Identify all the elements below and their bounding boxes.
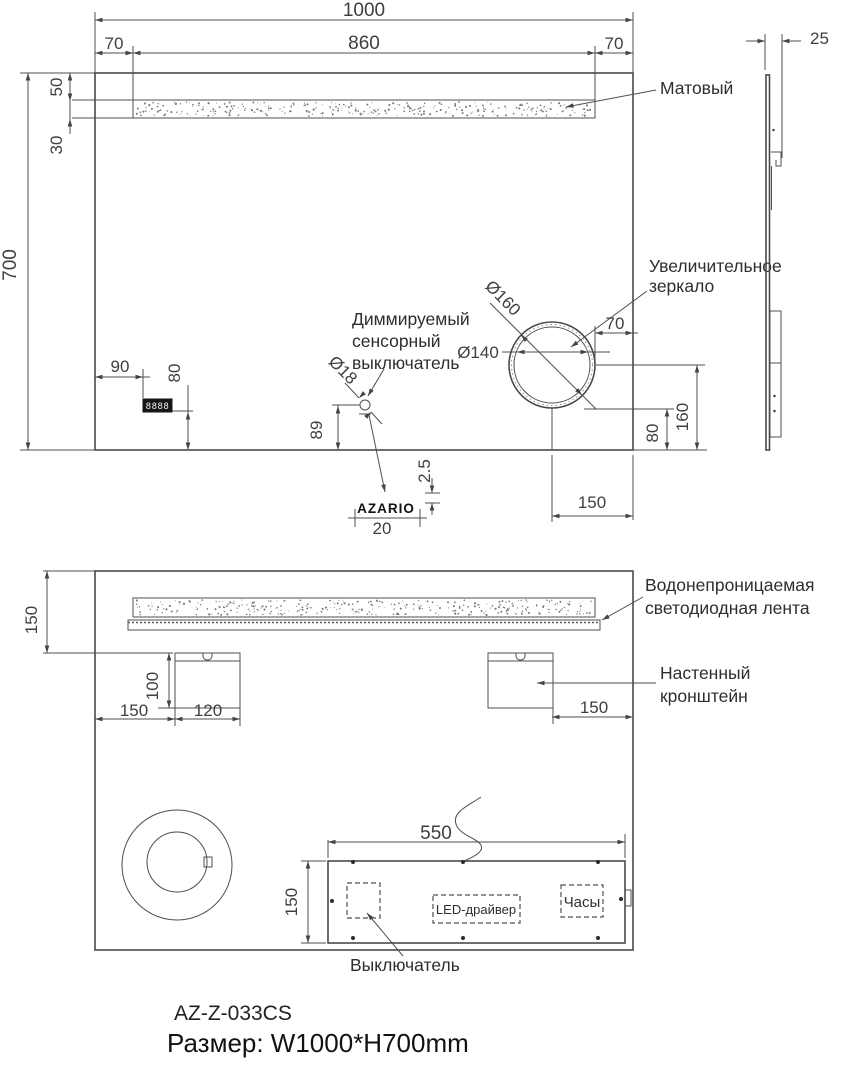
dim-junction-box-height: 150 [282, 888, 301, 916]
dim-logo-width: 20 [373, 519, 392, 538]
side-view: 25 [746, 29, 829, 451]
back-view-dimension-lines [43, 570, 656, 957]
dim-magnifier-center-bottom-offset: 160 [673, 403, 692, 431]
side-box-dot-1 [773, 394, 776, 398]
back-frosted-strip [132, 597, 596, 618]
dim-led-width: 860 [348, 33, 380, 54]
back-mirror-outline [94, 570, 634, 951]
magnifier-back-inner [146, 831, 208, 893]
dim-magnifier-edge-bottom-offset: 80 [643, 424, 662, 443]
mirror-outline [94, 72, 634, 451]
clock-digits: 8888 [146, 402, 170, 412]
magnifier-label-line1: Увеличительное [649, 256, 782, 276]
led-driver-label: LED-драйвер [436, 902, 516, 917]
dim-led-height: 30 [47, 136, 66, 155]
wall-bracket-right-keyhole [515, 653, 526, 661]
dim-led-top-offset: 50 [47, 78, 66, 97]
switch-dashed-box [346, 882, 381, 919]
waterproof-led-label-line2: светодиодная лента [645, 598, 810, 618]
led-driver-dashed-box [432, 894, 521, 924]
side-junction-box [769, 310, 782, 438]
magnifier-outer-circle [508, 321, 596, 409]
back-strip-speckle [135, 599, 592, 617]
dim-magnifier-inner-diameter: Ø140 [457, 343, 499, 362]
dim-bracket-height: 100 [143, 672, 162, 700]
side-mirror-plate [765, 74, 771, 451]
dim-bracket-left-offset: 150 [120, 701, 148, 720]
dim-logo-thickness: 2.5 [415, 459, 434, 483]
magnifier-inner-circle [513, 326, 591, 404]
dimension-arrowheads [25, 17, 790, 943]
switch-box-label: Выключатель [350, 955, 460, 975]
side-screw-dot [772, 128, 775, 132]
magnifier-ring-texture [511, 324, 593, 406]
dim-switch-bottom-offset: 89 [307, 421, 326, 440]
wall-bracket-left [174, 652, 241, 709]
dim-bracket-width: 120 [194, 701, 222, 720]
switch-label-line2: сенсорный [352, 331, 441, 351]
switch-label-line3: выключатель [352, 353, 459, 373]
frosted-led-strip [132, 99, 596, 119]
junction-box-connector [625, 889, 632, 907]
wall-bracket-left-keyhole [202, 653, 213, 661]
clock-box-label: Часы [564, 894, 601, 911]
size-caption: Размер: W1000*H700mm [167, 1028, 469, 1058]
dim-junction-box-width: 550 [420, 823, 452, 844]
dim-magnifier-outer-diameter: Ø160 [481, 277, 524, 320]
dim-led-left-offset: 70 [105, 34, 124, 53]
clock-display [142, 398, 173, 413]
frosted-strip-speckle [135, 101, 592, 117]
dim-bracket-right-offset: 150 [580, 698, 608, 717]
clock-dashed-box [560, 884, 604, 918]
touch-switch-circle [359, 399, 371, 411]
led-tape [127, 619, 601, 631]
wall-bracket-label-line2: кронштейн [660, 686, 748, 706]
azario-logo: AZARIO [357, 501, 415, 516]
dim-led-right-offset: 70 [605, 34, 624, 53]
power-cable [454, 796, 483, 862]
magnifier-back-outer [121, 809, 233, 921]
frosted-label: Матовый [660, 78, 733, 98]
junction-box-screws [330, 860, 623, 940]
front-view: 8888 1000 70 860 70 50 30 700 90 80 89 Ø… [0, 0, 782, 538]
dim-depth: 25 [810, 29, 829, 48]
magnifier-back-tab [203, 856, 213, 868]
side-box-dot-2 [773, 409, 776, 413]
model-code: AZ-Z-033CS [174, 1002, 292, 1025]
waterproof-led-label-line1: Водонепроницаемая [645, 575, 814, 595]
side-view-dimension-lines [746, 34, 801, 158]
switch-label-line1: Диммируемый [352, 309, 470, 329]
wall-bracket-right [487, 652, 554, 709]
junction-box [327, 860, 626, 944]
dim-back-led-top-offset: 150 [22, 606, 41, 634]
dim-clock-bottom-offset: 80 [165, 364, 184, 383]
magnifier-label-line2: зеркало [649, 276, 714, 296]
dim-magnifier-center-right-offset: 150 [578, 493, 606, 512]
back-view: 150 100 150 120 150 Водонепроницаемая св… [22, 570, 814, 975]
footer: AZ-Z-033CS Размер: W1000*H700mm [167, 1002, 469, 1058]
dim-clock-left-offset: 90 [111, 357, 130, 376]
dim-total-width: 1000 [343, 0, 385, 21]
dim-magnifier-right-offset: 70 [606, 314, 625, 333]
side-bracket-hook [771, 151, 782, 167]
dim-total-height: 700 [0, 249, 21, 281]
wall-bracket-label-line1: Настенный [660, 663, 750, 683]
